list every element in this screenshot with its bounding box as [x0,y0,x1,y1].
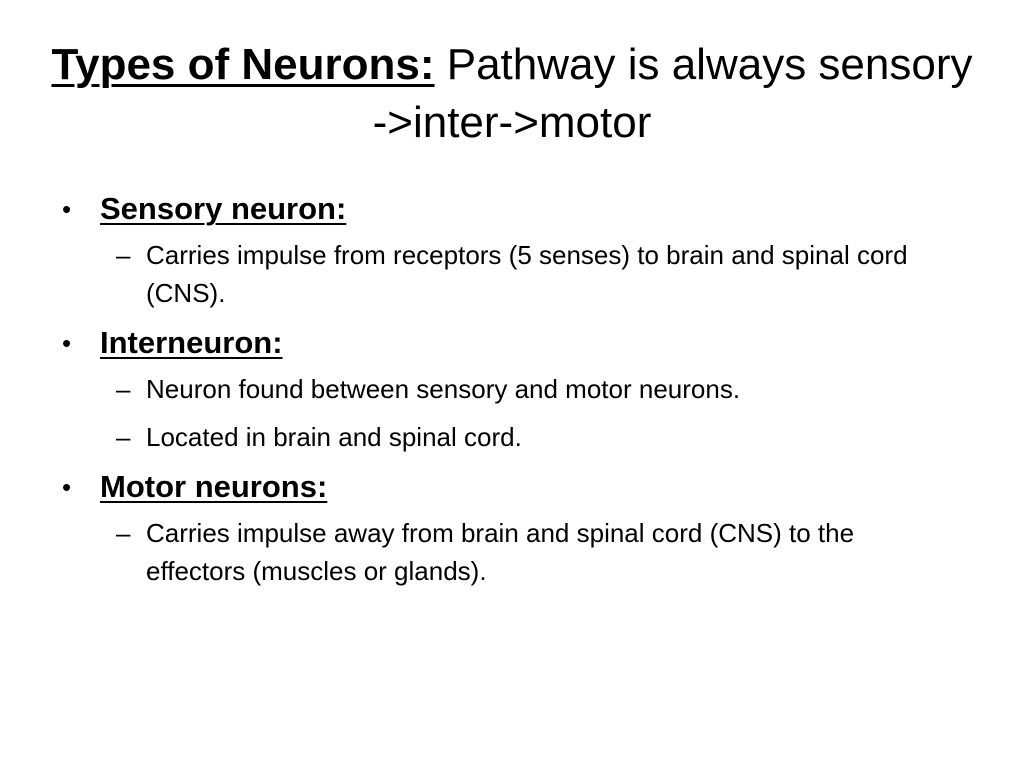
title-emphasis: Types of Neurons: [51,40,435,89]
sub-bullet-text: Located in brain and spinal cord. [146,422,522,452]
sub-bullet-item: – Carries impulse from receptors (5 sens… [56,236,936,312]
dash-icon: – [116,374,131,404]
dash-icon: – [116,240,131,270]
section-heading: Motor neurons: [100,469,328,504]
bullet-item-interneuron: • Interneuron: [56,322,956,364]
bullet-icon: • [62,472,72,502]
bullet-item-motor-neurons: • Motor neurons: [56,466,956,508]
sub-bullet-item: – Carries impulse away from brain and sp… [56,514,936,590]
sub-bullet-item: – Located in brain and spinal cord. [56,418,936,456]
bullet-icon: • [62,328,72,358]
sub-bullet-text: Carries impulse away from brain and spin… [146,518,855,586]
sub-bullet-item: – Neuron found between sensory and motor… [56,370,936,408]
slide-title: Types of Neurons: Pathway is always sens… [40,36,984,152]
dash-icon: – [116,422,131,452]
section-heading: Sensory neuron: [100,191,347,226]
sub-bullet-text: Carries impulse from receptors (5 senses… [146,240,908,308]
bullet-icon: • [62,194,72,224]
slide-content: • Sensory neuron: – Carries impulse from… [56,188,956,600]
title-text: Pathway is always sensory ->inter->motor [372,40,973,147]
dash-icon: – [116,518,131,548]
bullet-item-sensory-neuron: • Sensory neuron: [56,188,956,230]
section-heading: Interneuron: [100,325,283,360]
sub-bullet-text: Neuron found between sensory and motor n… [146,374,741,404]
